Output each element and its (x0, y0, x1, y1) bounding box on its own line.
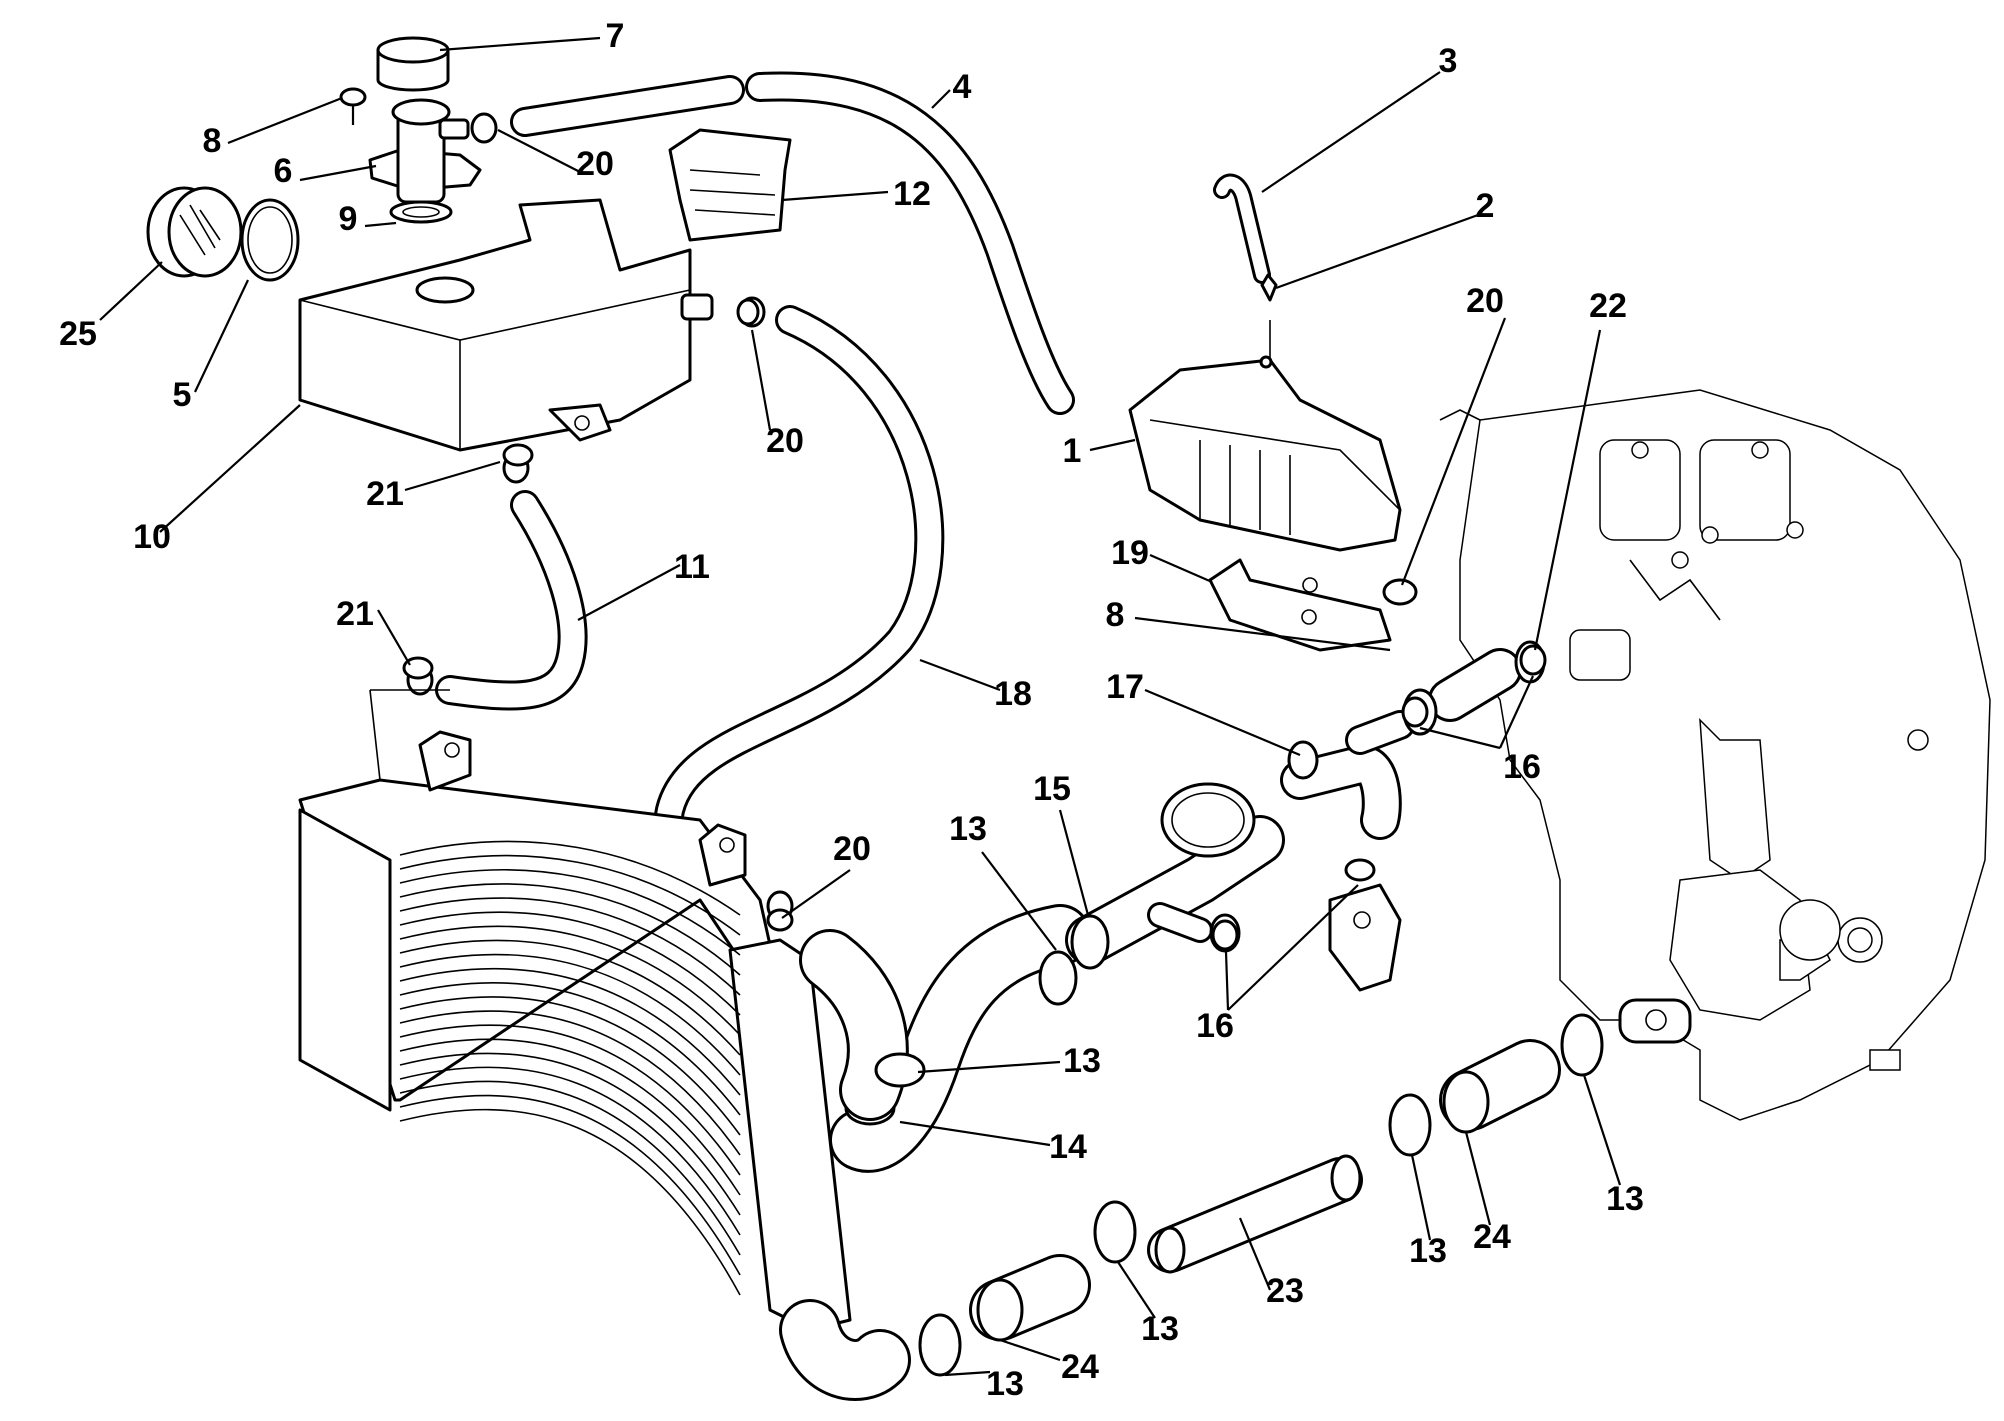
radiator-fin (399, 883, 741, 976)
radiator-fin (399, 996, 741, 1136)
callout-c2: 2 (1476, 187, 1495, 225)
callout-c3: 3 (1439, 42, 1458, 80)
callout-c9: 9 (339, 200, 358, 238)
pipe-17 (1280, 710, 1415, 840)
callout-c20d: 20 (833, 830, 871, 868)
callout-c22: 22 (1589, 287, 1627, 325)
intake-ring (1160, 782, 1256, 858)
radiator-fin (399, 925, 741, 1036)
hose-14 (799, 904, 1091, 1173)
breather-hose-3 (1213, 173, 1271, 284)
expansion-tank-10 (298, 128, 792, 452)
callout-c13f: 13 (1606, 1180, 1644, 1218)
radiator-fin (399, 1094, 741, 1276)
radiator-cap-7 (376, 36, 450, 92)
radiator-fin (399, 1080, 741, 1256)
radiator-fin (399, 911, 741, 1016)
callout-c19: 19 (1111, 534, 1149, 572)
callout-c16a: 16 (1503, 748, 1541, 786)
hose-clamps-13 (874, 950, 1604, 1377)
callout-c20c: 20 (1466, 282, 1504, 320)
radiator-fin (399, 897, 741, 996)
callout-c12: 12 (893, 175, 931, 213)
radiator-fin (399, 1010, 741, 1156)
callout-c16b: 16 (1196, 1007, 1234, 1045)
radiator-fin (399, 1038, 741, 1196)
callout-c8b: 8 (1106, 596, 1125, 634)
breather-fitting-2 (1260, 273, 1278, 302)
hose-18 (653, 296, 945, 922)
radiator-fin (399, 982, 741, 1116)
pipe-15 (1065, 815, 1285, 970)
radiator-fin (399, 854, 741, 936)
callout-c13e: 13 (1409, 1232, 1447, 1270)
callout-c8a: 8 (203, 122, 222, 160)
radiator-fin (399, 1052, 741, 1216)
callout-c24a: 24 (1061, 1348, 1099, 1386)
callout-c24b: 24 (1473, 1218, 1511, 1256)
screw-8-top (339, 87, 367, 125)
hose-24-right (1439, 1039, 1561, 1134)
callout-c10: 10 (133, 518, 171, 556)
callout-c14: 14 (1049, 1128, 1087, 1166)
hose-clamps-20-21 (402, 298, 1547, 951)
radiator-fin (399, 1024, 741, 1176)
callout-c21a: 21 (366, 475, 404, 513)
callout-c20b: 20 (766, 422, 804, 460)
filler-neck-6 (368, 98, 498, 224)
reservoir-1 (1128, 320, 1402, 552)
hose-4 (510, 71, 1075, 415)
bracket-19 (1208, 558, 1392, 652)
callout-c15: 15 (1033, 770, 1071, 808)
callout-c4: 4 (953, 68, 972, 106)
callout-c23: 23 (1266, 1272, 1304, 1310)
radiator-fin (399, 967, 741, 1096)
callout-c17: 17 (1106, 668, 1144, 706)
callout-c18: 18 (994, 675, 1032, 713)
callout-c6: 6 (274, 152, 293, 190)
connecting-pipe-23 (1147, 1154, 1363, 1274)
callout-c11: 11 (674, 548, 710, 586)
radiator-fin (399, 840, 741, 916)
radiator-fin (399, 869, 741, 956)
pump-inlet-right (1618, 998, 1692, 1044)
callout-c21b: 21 (336, 595, 374, 633)
callout-c13a: 13 (949, 810, 987, 848)
callout-labels: 1234567889101112131313131313141516161718… (59, 17, 1644, 1403)
radiator-fin (399, 1108, 741, 1296)
callout-c13c: 13 (986, 1365, 1024, 1403)
water-pump-outlet (1328, 883, 1402, 992)
sealing-ring-25 (146, 186, 243, 278)
radiator-fin (399, 953, 741, 1076)
callout-c25: 25 (59, 315, 97, 353)
callout-c5: 5 (173, 376, 192, 414)
callout-c20a: 20 (576, 145, 614, 183)
callout-c13d: 13 (1141, 1310, 1179, 1348)
radiator (298, 689, 852, 1332)
leader-lines (99, 36, 1622, 1377)
radiator-fin (399, 939, 741, 1056)
hose-11 (406, 452, 588, 711)
circlip-5 (240, 198, 300, 282)
radiator-fin (399, 1066, 741, 1236)
callout-c1: 1 (1063, 432, 1082, 470)
bottom-hose-24 (779, 1254, 1091, 1401)
callout-c7: 7 (606, 17, 625, 55)
callout-c13b: 13 (1063, 1042, 1101, 1080)
